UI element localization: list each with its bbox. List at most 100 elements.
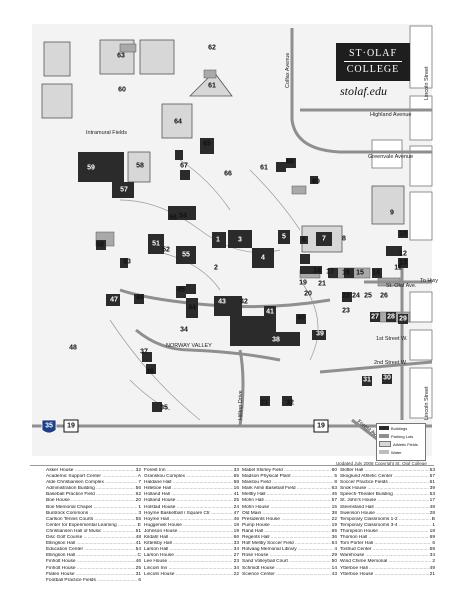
index-column-1: Asker House32Academic Support CenterAAld…: [46, 468, 141, 584]
index-entry: Rose House29: [242, 553, 337, 559]
index-entry: Holland Hall41: [144, 492, 239, 498]
index-entry-code: 53: [429, 492, 435, 498]
map-num-47: 47: [110, 297, 118, 304]
index-entry: Madson Physical Plant5: [242, 474, 337, 480]
index-entry-code: 46: [135, 559, 141, 565]
index-entry-name: Asker House: [46, 468, 135, 474]
map-num-30: 30: [383, 375, 391, 382]
index-entry-name: Manitou Field: [242, 480, 333, 486]
index-entry: Temporary Classrooms 1-2B: [340, 517, 435, 523]
map-num-50: 50: [96, 242, 104, 249]
map-num-61b: 61: [260, 165, 268, 172]
index-entry: Ellingson Hall41: [46, 541, 141, 547]
map-num-9: 9: [390, 210, 394, 217]
map-num-19: 19: [299, 280, 307, 287]
map-num-2: 2: [214, 265, 218, 272]
index-entry-code: 6: [432, 541, 435, 547]
index-entry-name: Hoyme Hall: [144, 517, 233, 523]
map-num-37: 37: [140, 349, 148, 356]
index-entry-code: 24: [233, 504, 239, 510]
street-highland: Highland Avenue: [370, 112, 412, 118]
map-num-11: 11: [394, 265, 402, 272]
index-entry-code: 61: [429, 480, 435, 486]
map-num-35: 35: [160, 405, 168, 412]
index-entry: Huggenvik House18: [144, 523, 239, 529]
index-entry: Boe House20: [46, 498, 141, 504]
index-entry-name: Ytterboe House: [340, 572, 429, 578]
index-entry-code: 45: [331, 492, 337, 498]
index-entry: Larson Hall34: [144, 547, 239, 553]
index-entry: Tostrud Center59: [340, 547, 435, 553]
map-num-27: 27: [371, 314, 379, 321]
index-entry-name: Rand Hall: [242, 529, 331, 535]
town-blocks: [371, 25, 433, 419]
index-entry-code: 34: [429, 553, 435, 559]
index-entry: Lincoln House22: [144, 572, 239, 578]
legend-buildings: Buildings: [377, 424, 425, 432]
campus-paths: [109, 159, 319, 421]
map-num-65: 65: [203, 141, 211, 148]
map-num-29: 29: [399, 316, 407, 323]
index-entry-code: 66: [233, 535, 239, 541]
label-norway-valley: NORWAY VALLEY: [166, 343, 212, 349]
index-entry: Education Center54: [46, 547, 141, 553]
index-entry-name: Skifter Hall: [340, 468, 429, 474]
index-entry-code: 65: [331, 528, 337, 534]
index-column-3: Mabel Shirley Field60Madson Physical Pla…: [242, 468, 337, 578]
index-entry-name: Kittelsby Hall: [144, 541, 233, 547]
index-entry: Skifter Hall53: [340, 468, 435, 474]
map-num-8: 8: [342, 236, 346, 243]
map-num-61: 61: [208, 83, 216, 90]
index-entry-name: Ellingson Hall: [46, 541, 135, 547]
website-url[interactable]: stolaf.edu: [340, 84, 387, 98]
index-entry-name: Holland Hall: [144, 492, 233, 498]
index-entry-name: Education Center: [46, 547, 135, 553]
map-legend: Buildings Parking Lots Athletic Fields W…: [376, 423, 426, 461]
index-entry: Regents Hall36: [242, 535, 337, 541]
index-entry-code: A: [137, 474, 141, 480]
index-entry-name: Hilleboe Hall: [144, 486, 233, 492]
index-entry: Flaten House31: [46, 572, 141, 578]
map-num-60: 60: [118, 87, 126, 94]
svg-text:19: 19: [67, 423, 75, 430]
index-entry-name: Skoglund Athletic Center: [340, 474, 429, 480]
index-entry-name: Schmidt House: [242, 566, 331, 572]
map-num-55: 55: [182, 252, 190, 259]
index-entry-code: 33: [233, 541, 239, 547]
index-entry-name: Hoyme Basketball / Square Ctr: [144, 511, 233, 517]
athletic-fields: [41, 39, 405, 253]
index-entry-code: 17: [429, 498, 435, 504]
index-entry-code: C: [137, 553, 141, 559]
index-entry-code: 19: [331, 522, 337, 528]
map-num-36: 36: [146, 369, 154, 376]
index-entry-name: Swenson House: [340, 511, 429, 517]
index-entry-name: Thompson House: [340, 529, 429, 535]
map-num-69: 69: [312, 179, 320, 186]
map-num-20: 20: [304, 291, 312, 298]
map-num-54: 54: [179, 213, 187, 220]
map-num-62: 62: [208, 45, 216, 52]
index-entry-code: 41: [135, 541, 141, 547]
index-entry: Holland House25: [144, 498, 239, 504]
index-entry: Thompson House18: [340, 529, 435, 535]
index-entry-name: Administration Building: [46, 486, 135, 492]
index-entry: Hoyme Hall46: [144, 517, 239, 523]
index-entry-code: 69: [429, 535, 435, 541]
index-entry-name: Tom Porter Hall: [340, 541, 431, 547]
legend-water: Water: [377, 448, 425, 456]
map-num-58: 58: [136, 163, 144, 170]
index-entry-name: Temporary Classrooms 3-4: [340, 523, 431, 529]
logo-line-1: ST·OLAF: [348, 48, 398, 59]
map-num-34: 34: [180, 327, 188, 334]
index-entry: Mabel Shirley Field60: [242, 468, 337, 474]
map-num-39: 39: [316, 331, 324, 338]
map-num-17: 17: [326, 269, 334, 276]
index-entry: Mellby Hall45: [242, 492, 337, 498]
index-entry-code: 57: [331, 498, 337, 504]
index-entry-code: 29: [331, 553, 337, 559]
index-entry: Kildahl Hall66: [144, 535, 239, 541]
index-entry-code: 18: [233, 522, 239, 528]
index-entry-name: Disc Golf Course: [46, 535, 135, 541]
index-entry-code: 55: [135, 516, 141, 522]
map-num-42: 42: [240, 299, 248, 306]
